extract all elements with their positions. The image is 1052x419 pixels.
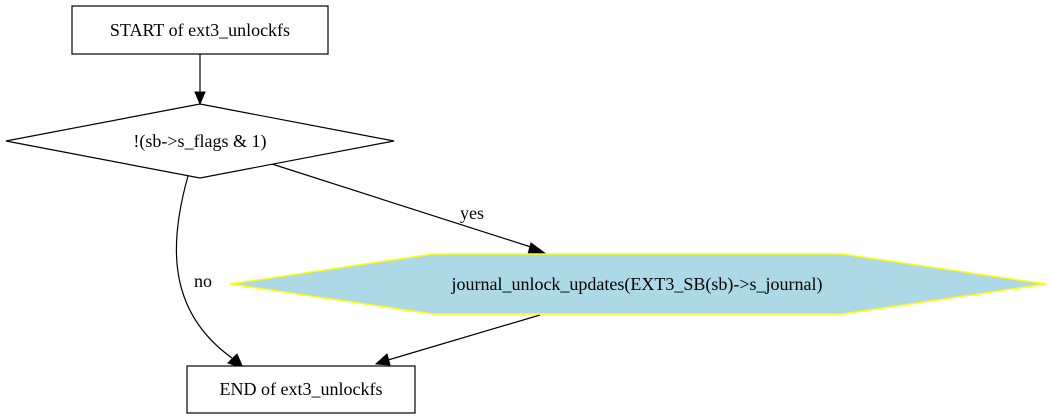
end-node-box [186, 365, 416, 414]
edge-condition-yes: yes [271, 163, 548, 255]
edge-condition-no: no [175, 175, 244, 369]
action-node: journal_unlock_updates(EXT3_SB(sb)->s_jo… [229, 253, 1047, 315]
end-node-label: END of ext3_unlockfs [220, 379, 383, 399]
edge-action-to-end-arrowhead [374, 353, 391, 366]
edge-start-to-condition-arrowhead [194, 91, 206, 106]
condition-node-label: !(sb->s_flags & 1) [133, 131, 266, 152]
edge-condition-yes-arrowhead [527, 242, 548, 255]
edge-condition-yes-label: yes [460, 203, 484, 223]
edge-condition-no-label: no [194, 271, 212, 291]
condition-node-diamond [5, 103, 395, 179]
start-node-box [71, 5, 329, 55]
end-node: END of ext3_unlockfs [186, 365, 416, 414]
edge-start-to-condition [194, 54, 206, 106]
action-node-label: journal_unlock_updates(EXT3_SB(sb)->s_jo… [450, 274, 822, 295]
edge-action-to-end [374, 314, 541, 366]
condition-node: !(sb->s_flags & 1) [5, 103, 395, 179]
start-node-label: START of ext3_unlockfs [110, 20, 290, 40]
action-node-hexagon [229, 253, 1047, 315]
start-node: START of ext3_unlockfs [71, 5, 329, 55]
